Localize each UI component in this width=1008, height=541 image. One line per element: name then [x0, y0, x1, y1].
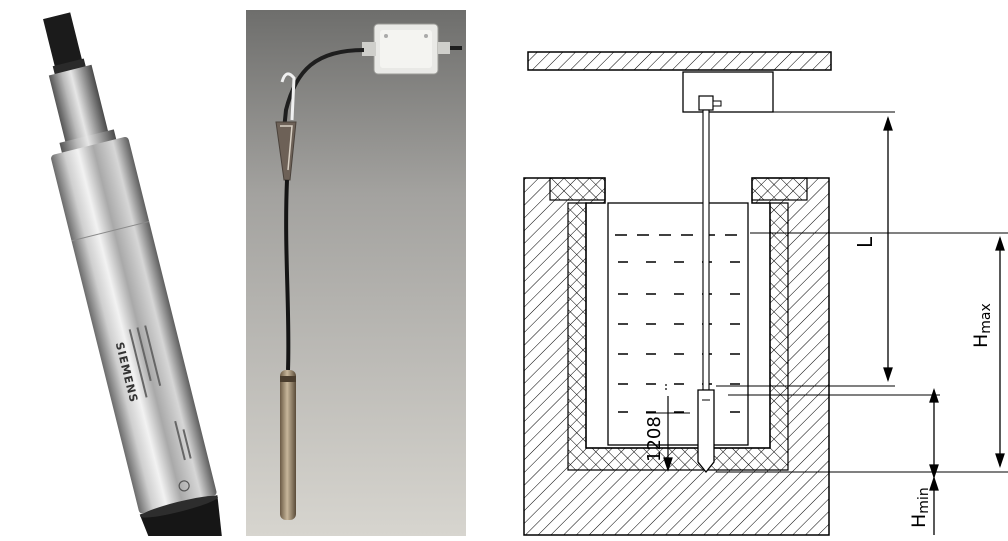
label-h-min: Hmin — [908, 487, 932, 528]
junction-box — [362, 23, 450, 75]
ceiling-beam — [527, 51, 832, 71]
liquid-level-marks — [615, 234, 745, 413]
submersible-probe-photo — [246, 10, 466, 536]
submersible-probe-illustration — [246, 10, 466, 536]
ce-mark-icon — [178, 480, 190, 492]
dimension-h-max — [995, 235, 1005, 469]
cable-hanging — [284, 179, 291, 371]
cable-gland — [43, 12, 83, 70]
probe-body — [280, 370, 296, 520]
label-dim-208: 1208 — [644, 416, 665, 462]
dimension-h-min — [929, 387, 939, 535]
label-L: L — [853, 236, 877, 248]
label-h-max: Hmax — [970, 303, 994, 348]
suspension-clamp — [275, 72, 297, 181]
mounting-box — [682, 71, 774, 113]
installation-diagram-svg: L Hmax Hmin 1208 — [523, 51, 1008, 536]
installation-diagram: L Hmax Hmin 1208 — [500, 0, 1008, 536]
fine-print — [128, 325, 192, 461]
suspension-cable — [702, 109, 710, 391]
sensor-neck — [48, 64, 109, 144]
dimension-208 — [663, 384, 673, 472]
probe-sensor — [697, 389, 715, 474]
dimension-L — [883, 115, 893, 383]
tank-walls — [523, 177, 830, 536]
photo-background — [246, 10, 466, 536]
level-transmitter-illustration: SIEMENS — [43, 12, 223, 541]
sensor-body — [51, 136, 217, 514]
level-transmitter-photo: SIEMENS — [0, 0, 240, 541]
cable-upper — [282, 48, 365, 131]
